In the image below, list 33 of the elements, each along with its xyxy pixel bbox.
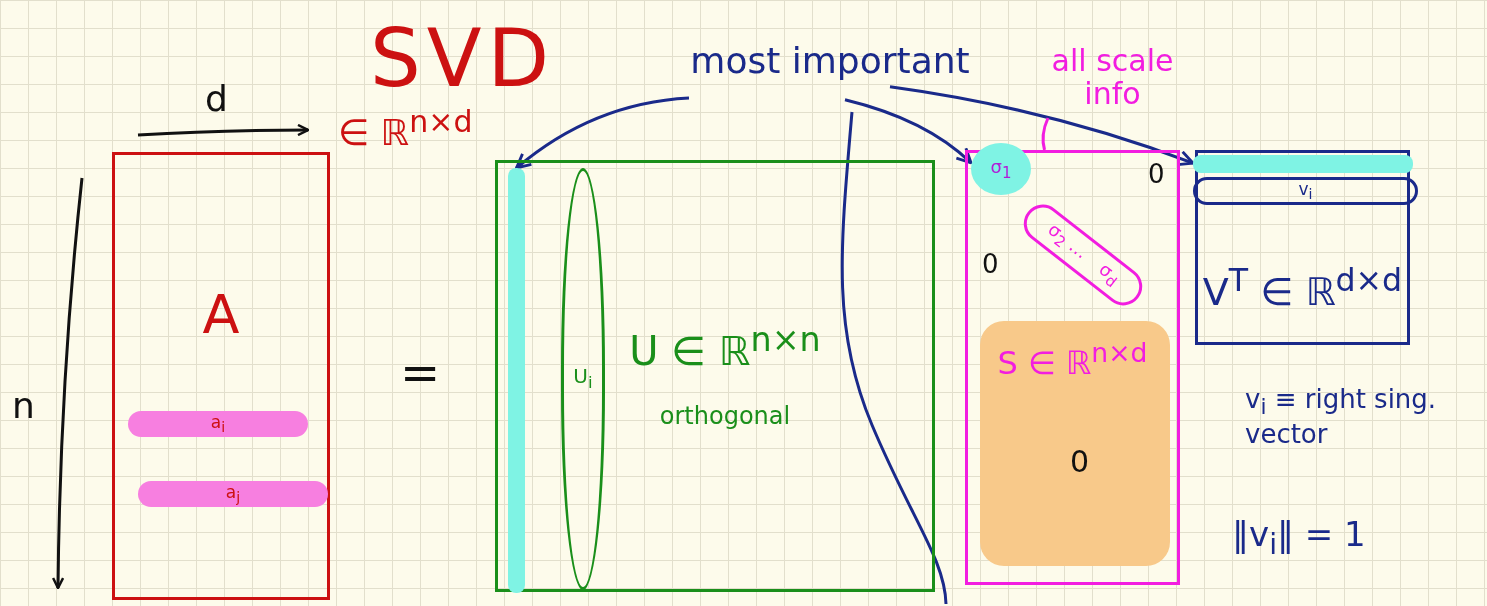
zero-label: 0 [982, 250, 999, 280]
annotation-text: all scale info [1050, 44, 1175, 110]
set-notation: ∈ ℝ$^{n×d}$ [338, 105, 473, 154]
matrix-box [112, 152, 330, 600]
matrix-label: U ∈ ℝ$^{n×n}$ [629, 322, 821, 374]
column-label: U$_{i}$ [573, 365, 593, 393]
annotation-text: most important [690, 41, 970, 81]
title: SVD [370, 12, 556, 105]
highlighted-row [128, 411, 308, 437]
note-text: orthogonal [659, 403, 791, 430]
note-text: v$_{i}$ ≡ right sing. vector [1245, 385, 1438, 450]
zero-label: 0 [1148, 160, 1165, 190]
zero-label: 0 [1070, 445, 1090, 480]
arrow [889, 85, 1195, 167]
arrow [515, 96, 690, 170]
equals-sign: = [400, 345, 441, 401]
matrix-box [495, 160, 935, 592]
sigma-label: σ$_{1}$ [990, 156, 1012, 182]
arrow [844, 98, 973, 165]
highlight-circle [971, 143, 1031, 195]
highlighted-column [508, 168, 525, 593]
highlighted-row [138, 481, 328, 507]
row-label: a$_{j}$ [225, 482, 241, 506]
matrix-label: S ∈ ℝ$^{n×d}$ [997, 338, 1148, 381]
highlighted-row [1193, 155, 1413, 173]
row-label: v$_{i}$ [1298, 179, 1313, 203]
leader-line [1041, 117, 1050, 151]
matrix-label: A [202, 285, 240, 345]
matrix-label: V$^{T}$ ∈ ℝ$^{d×d}$ [1202, 263, 1403, 314]
row-label: a$_{i}$ [210, 412, 226, 436]
dimension-label: d [205, 78, 228, 120]
dimension-label: n [12, 385, 35, 427]
note-text: ‖v$_{i}$‖ = 1 [1232, 515, 1366, 562]
